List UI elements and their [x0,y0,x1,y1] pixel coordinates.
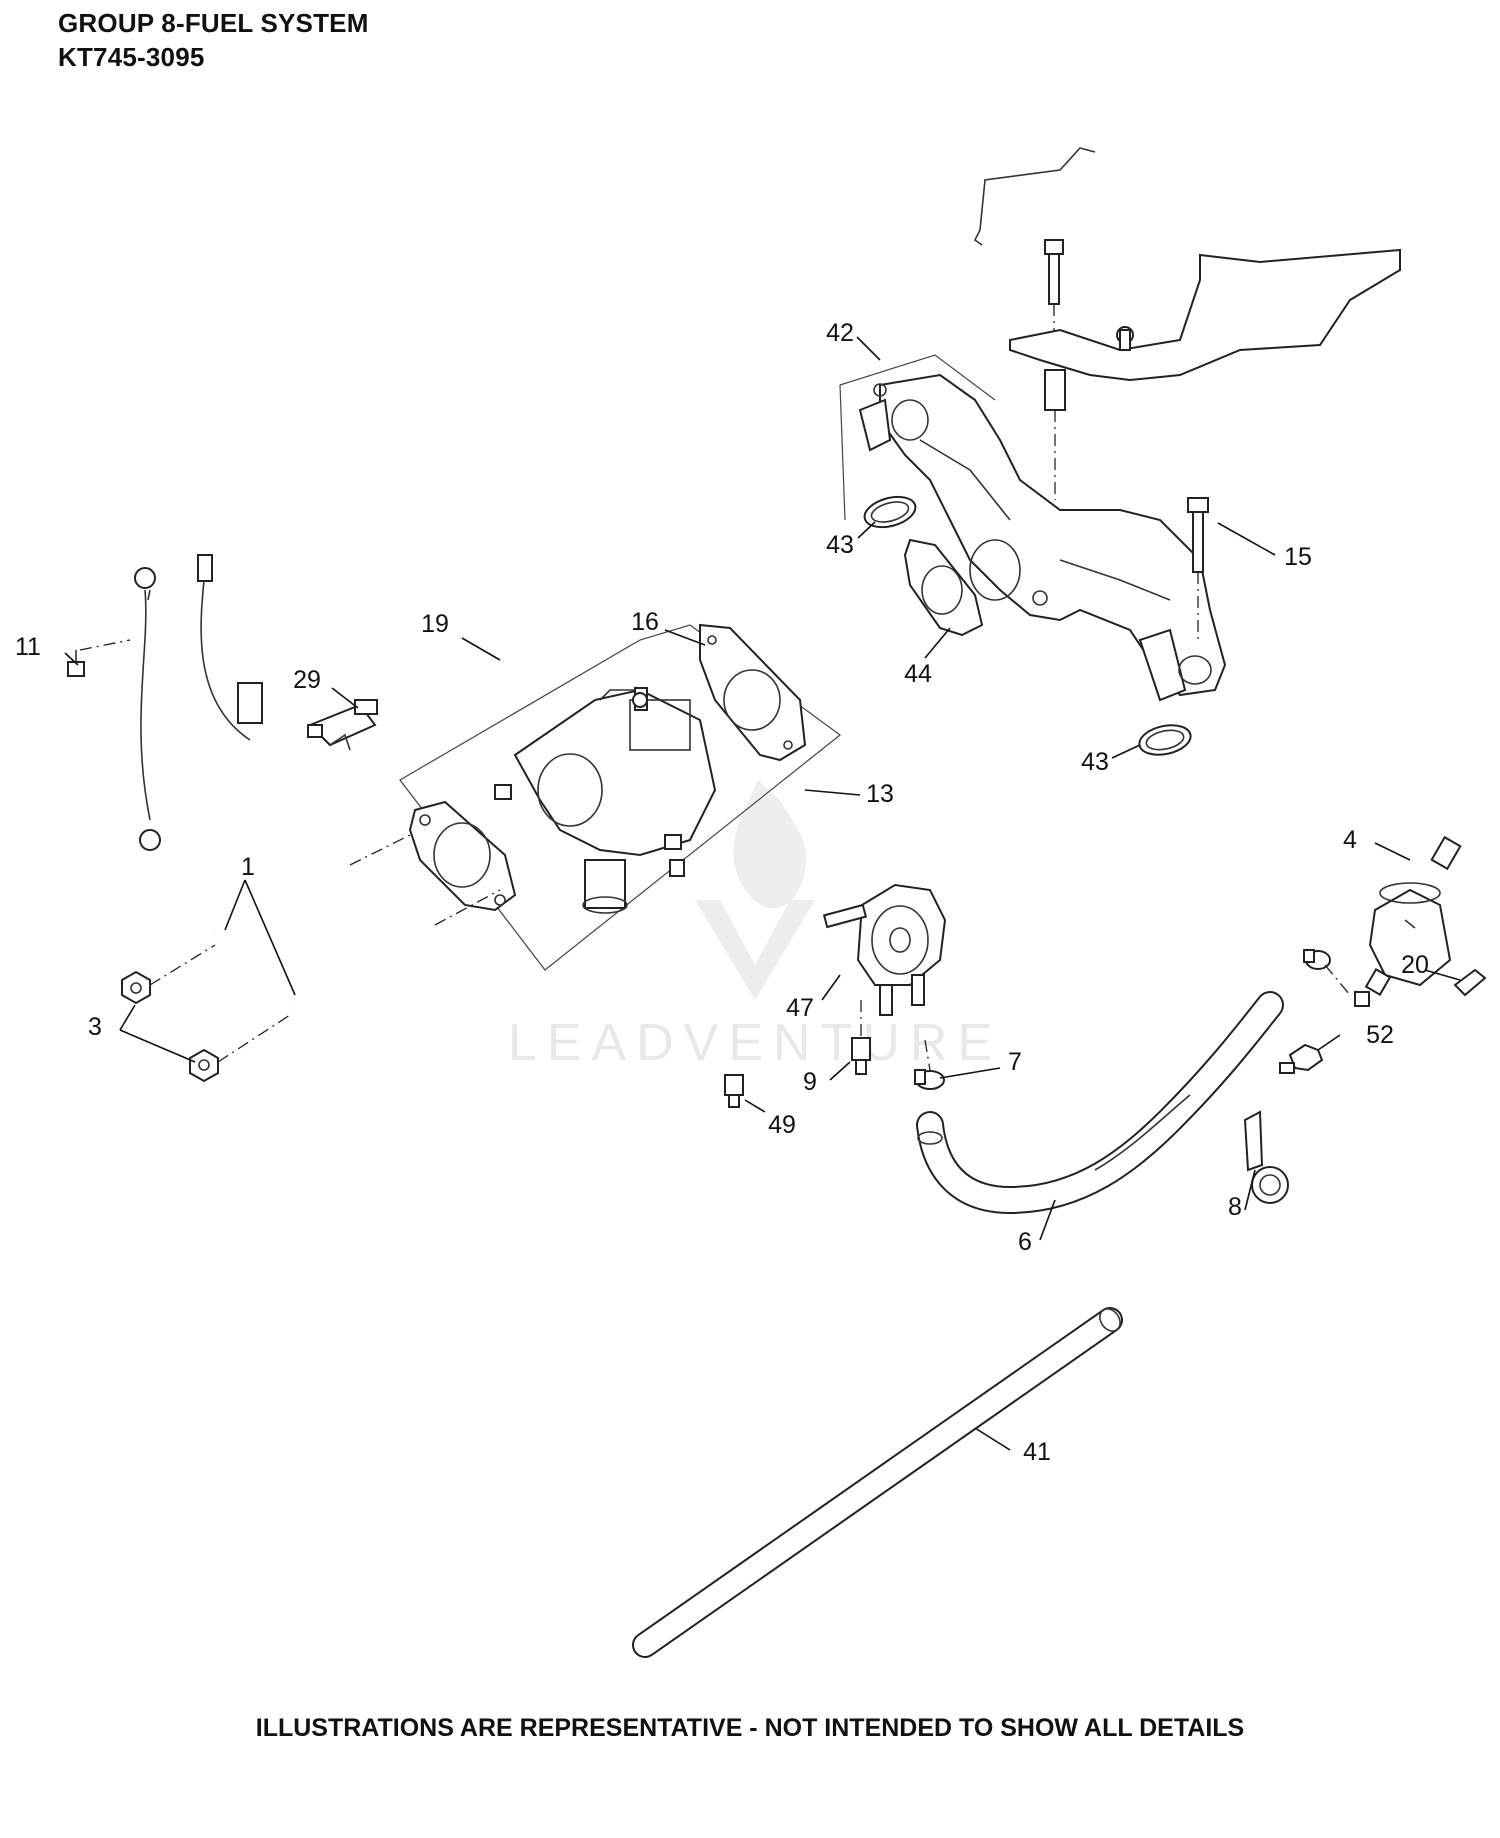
callout-8: 8 [1228,1193,1242,1221]
part-15-bolt [1187,497,1209,640]
callout-6: 6 [1018,1228,1032,1256]
callout-4: 4 [1343,826,1357,854]
part-4-fuel-filter [1354,835,1462,1007]
callout-11: 11 [15,633,41,661]
callout-41: 41 [1023,1438,1051,1466]
part-7-clamp [914,1039,945,1090]
callout-1: 1 [241,853,255,881]
callout-52: 52 [1366,1021,1394,1049]
part-throttle-rod [973,147,1096,246]
part-control-bracket [1009,248,1401,500]
callout-29: 29 [293,666,321,694]
callout-3: 3 [88,1013,102,1041]
callout-9: 9 [803,1068,817,1096]
diagram-title: GROUP 8-FUEL SYSTEM [58,8,369,38]
part-3-nuts [121,944,291,1083]
part-43-o-ring-upper [863,495,917,529]
part-49-screw [724,1074,744,1108]
watermark-v-icon [695,900,815,1000]
part-52-fitting [1279,1043,1324,1074]
callout-42: 42 [826,319,854,347]
part-carburetor-gasket [408,800,517,912]
part-19-hose [403,657,540,697]
part-8-clip [1243,1110,1289,1204]
manifold-kit-outline [839,354,996,401]
part-16-gasket [699,623,807,762]
part-wire-harness [134,554,263,851]
watermark: LEADVENTURE [508,780,1002,1072]
part-29-fitting [307,699,378,751]
part-42-intake-manifold [858,373,1227,702]
part-44-manifold-gasket [903,538,984,637]
part-20-fitting [1453,968,1487,997]
part-6-fuel-hose [916,991,1284,1215]
callout-44: 44 [904,660,932,688]
model-number: KT745-3095 [58,42,205,72]
leader-lines [64,336,1461,1451]
callout-20: 20 [1401,951,1429,979]
part-hose-clamp-upper [1303,949,1351,996]
callout-43-upper: 43 [826,531,854,559]
callout-15: 15 [1284,543,1312,571]
watermark-text: LEADVENTURE [508,1014,1002,1072]
callout-13: 13 [866,780,894,808]
callout-47: 47 [786,994,814,1022]
part-9-screw [851,1000,871,1075]
disclaimer-note: ILLUSTRATIONS ARE REPRESENTATIVE - NOT I… [255,1714,1245,1742]
part-13-carburetor [494,687,717,914]
part-47-fuel-pump [822,883,947,1016]
watermark-flame-icon [733,780,807,909]
part-upper-bolt [1044,239,1064,340]
callout-16: 16 [631,608,659,636]
callout-7: 7 [1008,1048,1022,1076]
callout-19: 19 [421,610,449,638]
callout-43-lower: 43 [1081,748,1109,776]
part-41-long-hose [632,1307,1123,1658]
part-43-o-ring-lower [1138,724,1192,756]
part-11-screw [67,639,131,677]
callout-49: 49 [768,1111,796,1139]
part-1-studs [213,834,501,1009]
